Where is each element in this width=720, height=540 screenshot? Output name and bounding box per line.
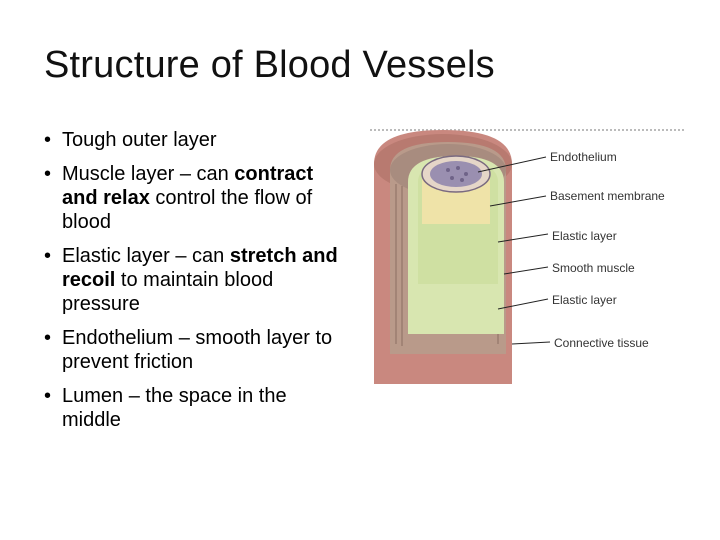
bullet-item: Tough outer layer xyxy=(44,128,349,152)
label-elastic-layer-inner: Elastic layer xyxy=(552,229,617,243)
lumen xyxy=(430,161,482,187)
bullet-item: Elastic layer – can stretch and recoil t… xyxy=(44,244,349,316)
bullet-item: Lumen – the space in the middle xyxy=(44,384,349,432)
bullet-item: Muscle layer – can contract and relax co… xyxy=(44,162,349,234)
label-connective-tissue: Connective tissue xyxy=(554,336,649,350)
bullet-item: Endothelium – smooth layer to prevent fr… xyxy=(44,326,349,374)
label-elastic-layer-outer: Elastic layer xyxy=(552,293,617,307)
bullet-list: Tough outer layer Muscle layer – can con… xyxy=(44,128,349,442)
label-basement-membrane: Basement membrane xyxy=(550,189,665,203)
blood-vessel-illustration: Endothelium Basement membrane Elastic la… xyxy=(370,129,684,384)
slide-title: Structure of Blood Vessels xyxy=(44,44,495,86)
label-smooth-muscle: Smooth muscle xyxy=(552,261,635,275)
blood-vessel-diagram: Endothelium Basement membrane Elastic la… xyxy=(368,124,688,390)
label-endothelium: Endothelium xyxy=(550,150,617,164)
